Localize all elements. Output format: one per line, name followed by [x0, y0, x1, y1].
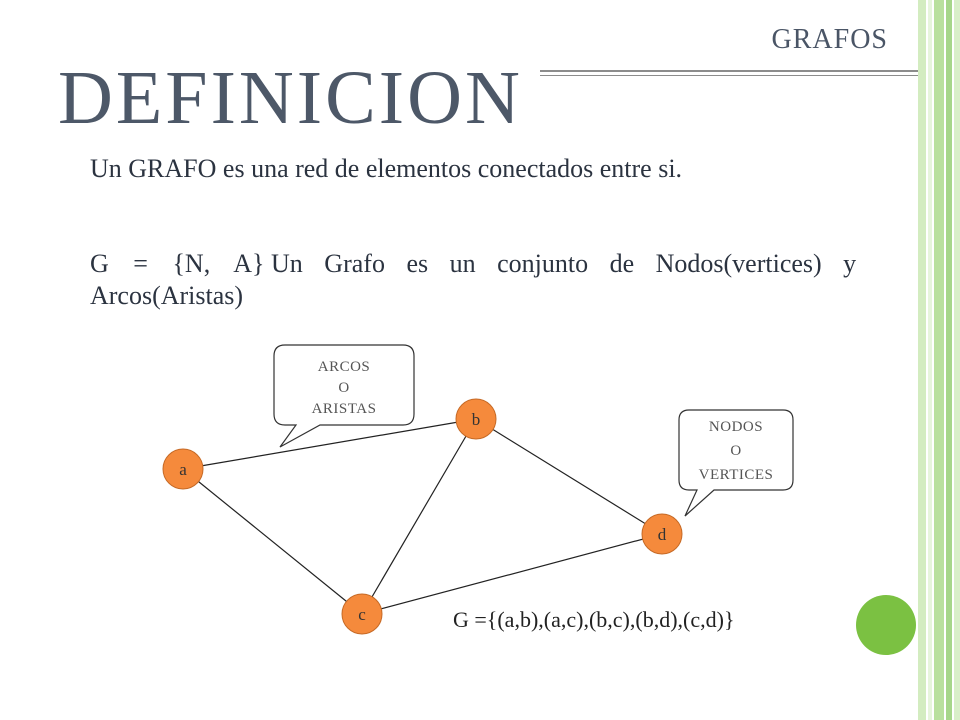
edge-a-c [182, 468, 363, 615]
node-a-label: a [179, 460, 187, 479]
header-rule-top [540, 70, 918, 72]
callout-nodes-line3: VERTICES [699, 467, 774, 483]
header-rule-bottom [540, 75, 918, 76]
callout-edges-line1: ARCOS [318, 359, 371, 375]
callout-nodes-line2: O [730, 443, 741, 459]
decor-stripe-4 [946, 0, 952, 720]
decor-stripe-3 [934, 0, 944, 720]
graph-set-formula: G ={(a,b),(a,c),(b,c),(b,d),(c,d)} [453, 607, 735, 632]
callout-nodes-line1: NODOS [709, 419, 763, 435]
node-b: b [455, 398, 497, 440]
node-c-label: c [358, 605, 366, 624]
callout-edges-line3: ARISTAS [312, 401, 377, 417]
decor-stripe-2 [928, 0, 932, 720]
node-c-circle [341, 593, 383, 635]
set-definition-paragraph: G = {N, A} Un Grafo es un conjunto de No… [90, 248, 885, 312]
node-c: c [341, 593, 383, 635]
slide-title: DEFINICION [58, 56, 523, 140]
edges-layer [182, 418, 663, 615]
section-label: GRAFOS [771, 24, 888, 55]
edge-c-d [361, 533, 663, 615]
edge-b-d [475, 418, 663, 535]
callout-nodes-shape [678, 409, 794, 517]
decor-green-circle [856, 595, 916, 655]
decor-stripe-1 [918, 0, 926, 720]
callout-edges-shape [273, 344, 415, 448]
node-a-circle [162, 448, 204, 490]
callout-nodes: NODOS O VERTICES [678, 409, 794, 517]
node-d-label: d [658, 525, 667, 544]
definition-paragraph: Un GRAFO es una red de elementos conecta… [90, 154, 683, 183]
node-b-label: b [472, 410, 481, 429]
graph-equation: G = {N, A} [90, 249, 265, 278]
callout-edges-line2: O [338, 380, 349, 396]
edge-a-b [182, 418, 477, 470]
decor-stripe-5 [954, 0, 960, 720]
callout-edges: ARCOS O ARISTAS [273, 344, 415, 448]
edge-b-c [361, 418, 477, 615]
node-a: a [162, 448, 204, 490]
node-b-circle [455, 398, 497, 440]
node-d-circle [641, 513, 683, 555]
graph-description: Un Grafo es un conjunto de Nodos(vertice… [90, 249, 857, 310]
node-d: d [641, 513, 683, 555]
